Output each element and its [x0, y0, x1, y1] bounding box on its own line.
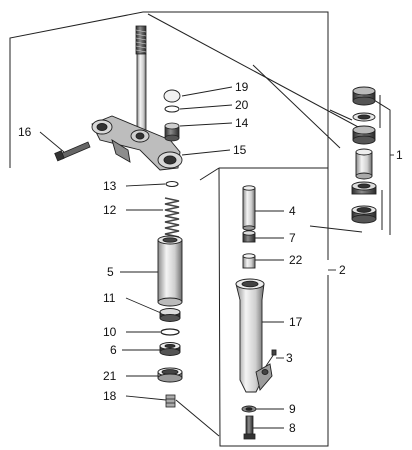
callout-labels: 1 2 3 4 5 6 7 8 9 10 11 12 13 14 15 16 1…: [18, 80, 403, 435]
leader-lines: [39, 86, 394, 429]
bushing-7: [242, 230, 256, 243]
callout-20: 20: [235, 98, 249, 112]
frame-lines: [9, 11, 391, 447]
callout-18: 18: [103, 389, 117, 403]
callout-5: 5: [107, 265, 114, 279]
spring-12: [164, 197, 180, 241]
callout-9: 9: [289, 402, 296, 416]
seal-11: [159, 308, 181, 322]
washer-13: [165, 180, 179, 188]
bolt-8: [243, 415, 256, 440]
callout-1: 1: [396, 148, 403, 162]
bushing-22: [242, 253, 256, 269]
washer-9: [241, 405, 257, 413]
bushing-6: [159, 342, 181, 356]
bearing-set-1: [351, 86, 377, 224]
callout-19: 19: [235, 80, 249, 94]
ring-21: [157, 367, 183, 383]
callout-8: 8: [289, 421, 296, 435]
callout-11: 11: [103, 291, 116, 305]
nut-14: [164, 122, 180, 142]
plug-18: [165, 394, 176, 408]
callout-21: 21: [103, 369, 117, 383]
callout-10: 10: [103, 325, 117, 339]
callout-3: 3: [286, 351, 293, 365]
callout-4: 4: [289, 204, 296, 218]
callout-14: 14: [235, 116, 249, 130]
callout-12: 12: [103, 203, 117, 217]
cap-19: [163, 89, 181, 103]
tube-5: [157, 235, 183, 307]
callout-2: 2: [339, 263, 346, 277]
callout-13: 13: [103, 179, 117, 193]
triple-clamp: [91, 115, 183, 171]
callout-7: 7: [289, 231, 296, 245]
callout-22: 22: [289, 253, 303, 267]
bolt-16: [54, 141, 91, 162]
steering-stem: [135, 25, 147, 135]
screw-3: [265, 349, 277, 367]
ring-10: [160, 328, 180, 336]
callout-17: 17: [289, 315, 303, 329]
o-ring-20: [164, 105, 180, 113]
damper-rod-4: [242, 185, 256, 231]
callout-6: 6: [110, 343, 117, 357]
callout-16: 16: [18, 125, 32, 139]
slider-17: [235, 278, 273, 393]
callout-15: 15: [233, 143, 247, 157]
